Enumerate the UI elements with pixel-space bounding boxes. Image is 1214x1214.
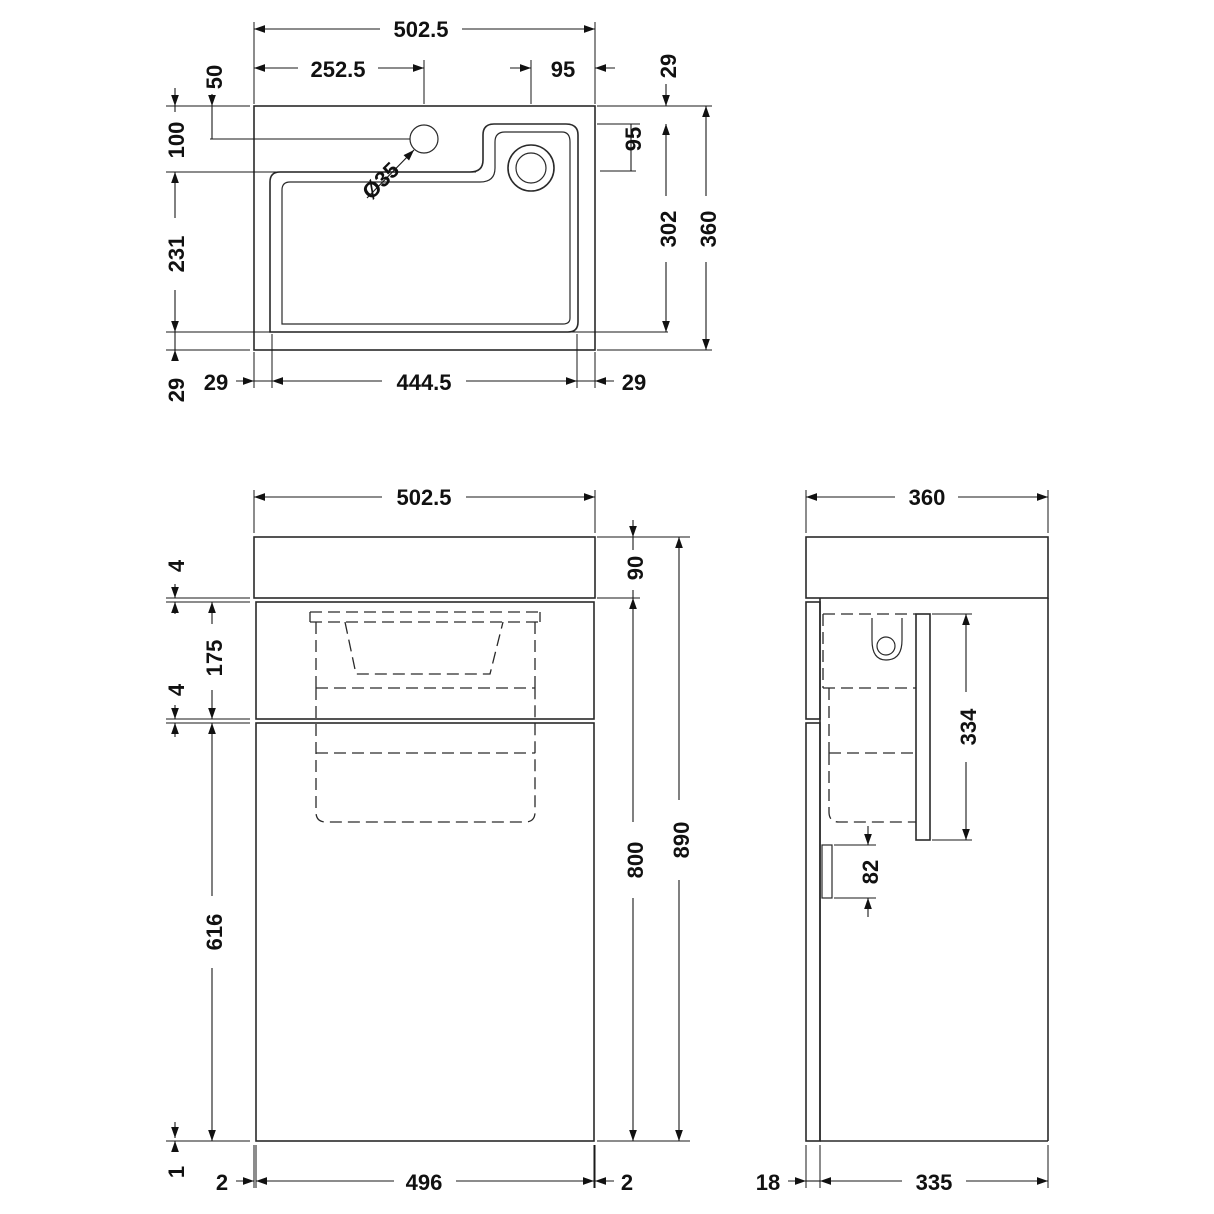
bowl-depth-right-label: 302 [656,211,681,248]
tap-from-back-label: 50 [202,65,227,89]
bowl-outer-edge [269,123,579,333]
right-gap-label: 2 [621,1170,633,1195]
side-depth-360-label: 360 [909,485,946,510]
tap-hole-diameter-label: Ø35 [357,157,404,204]
left-gap-label: 2 [216,1170,228,1195]
tap-offset-label: 252.5 [310,57,365,82]
carcass-height-label: 800 [623,842,648,879]
tap-hole [409,124,439,154]
bowl-width-label: 444.5 [396,370,451,395]
basin-outline [253,105,596,351]
plan-view: 502.5 252.5 95 29 50 100 Ø35 95 [164,17,721,402]
carcass-width-label: 496 [406,1170,443,1195]
bowl-inner-edge [281,131,571,325]
front-edge-label: 29 [164,378,189,402]
side-door-front [805,722,821,1142]
bottom-gap-label: 1 [164,1166,189,1178]
waste-offset-label: 95 [551,57,575,82]
waste-inner [515,152,547,184]
side-handle [821,844,833,899]
front-drawer [255,601,595,720]
overall-height-label: 890 [669,822,694,859]
front-door [255,722,595,1142]
left-rim-label: 29 [204,370,228,395]
right-rim-label: 29 [622,370,646,395]
gap-mid-label: 4 [164,683,189,696]
door-thickness-label: 18 [756,1170,780,1195]
basin-drop-label: 334 [956,708,981,745]
back-edge-label: 29 [656,54,681,78]
gap-top-label: 4 [164,559,189,572]
side-drawer-front [805,601,821,720]
front-basin-top [253,536,596,599]
carcass-depth-label: 335 [916,1170,953,1195]
waste-outer [507,144,555,192]
front-width-502-label: 502.5 [396,485,451,510]
waste-from-back-label: 95 [621,127,646,151]
plan-width-502-label: 502.5 [393,17,448,42]
trap-pipe [915,613,931,841]
front-view: 502.5 4 175 4 616 1 90 800 [164,485,694,1195]
hole-from-back-label: 100 [164,122,189,159]
drawer-height-label: 175 [202,640,227,677]
side-view: 360 334 82 18 335 [756,485,1049,1195]
plan-depth-360-label: 360 [696,211,721,248]
side-basin-top [805,536,1049,599]
top-thickness-label: 90 [623,556,648,580]
handle-height-label: 82 [858,860,883,884]
door-height-label: 616 [202,914,227,951]
bowl-depth-left-label: 231 [164,236,189,273]
